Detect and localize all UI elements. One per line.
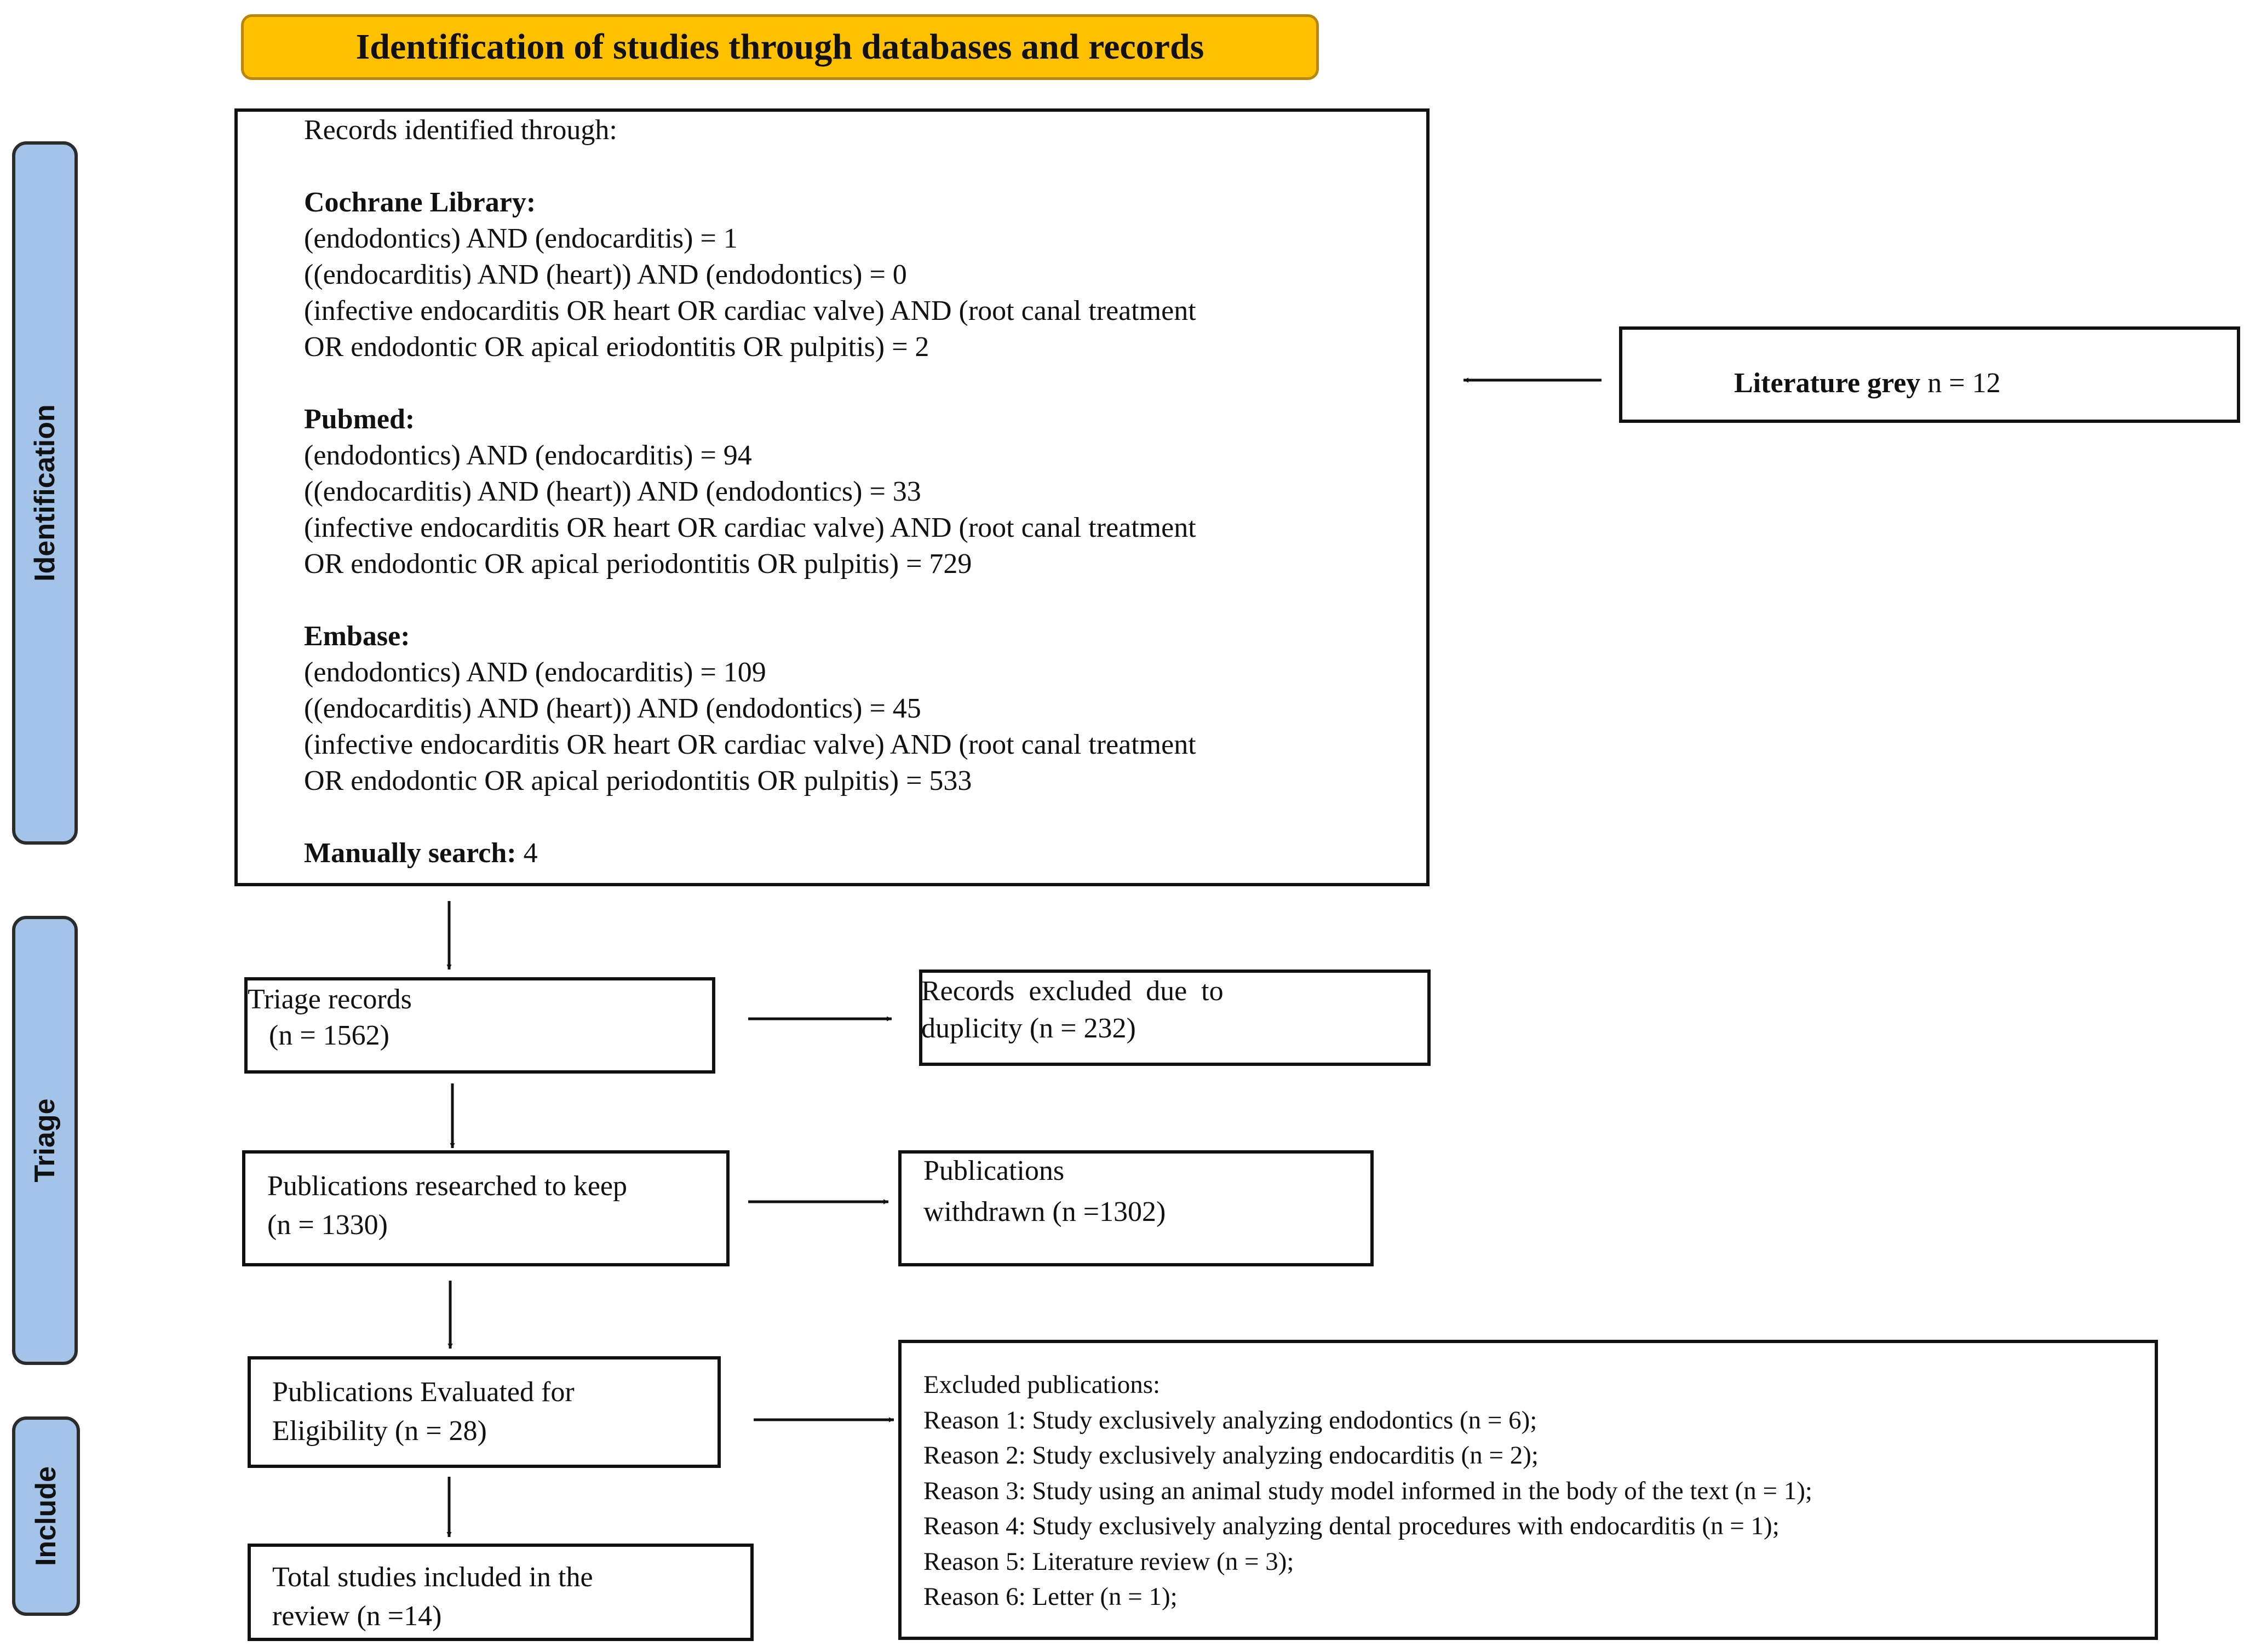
embase-query: OR endodontic OR apical periodontitis OR… <box>304 765 972 796</box>
evaluated-count: Eligibility (n = 28) <box>272 1415 487 1447</box>
grey-literature-box <box>1619 326 2240 423</box>
cochrane-heading: Cochrane Library: <box>304 187 536 218</box>
cochrane-query: (endodontics) AND (endocarditis) = 1 <box>304 223 738 254</box>
included-studies-box <box>248 1544 754 1641</box>
exclusion-reason: Reason 6: Letter (n = 1); <box>923 1582 1178 1611</box>
evaluated-box <box>248 1356 721 1468</box>
researched-to-keep-label: Publications researched to keep <box>267 1171 627 1202</box>
manual-search-heading: Manually search: <box>304 838 516 869</box>
phase-tab-identification: Identification <box>12 141 78 845</box>
withdrawn-box <box>898 1150 1374 1266</box>
exclusion-reason: Reason 5: Literature review (n = 3); <box>923 1547 1294 1576</box>
exclusion-reason: Reason 3: Study using an animal study mo… <box>923 1477 1812 1505</box>
grey-literature-value: n = 12 <box>1920 368 2001 399</box>
pubmed-query: OR endodontic OR apical periodontitis OR… <box>304 548 972 580</box>
pubmed-query: (endodontics) AND (endocarditis) = 94 <box>304 440 752 471</box>
included-label: Total studies included in the <box>272 1562 593 1593</box>
cochrane-query: OR endodontic OR apical eriodontitis OR … <box>304 331 929 363</box>
manual-search: Manually search: 4 <box>304 835 538 871</box>
embase-query: (endodontics) AND (endocarditis) = 109 <box>304 657 766 688</box>
embase-heading: Embase: <box>304 621 410 652</box>
diagram-title: Identification of studies through databa… <box>241 14 1319 80</box>
cochrane-query: (infective endocarditis OR heart OR card… <box>304 295 1196 326</box>
triage-records-label: Triage records <box>248 984 412 1015</box>
evaluated-label: Publications Evaluated for <box>272 1376 575 1408</box>
cochrane-query: ((endocarditis) AND (heart)) AND (endodo… <box>304 259 907 290</box>
excluded-publications-heading: Excluded publications: <box>923 1370 1161 1399</box>
duplicates-excluded-count: duplicity (n = 232) <box>921 1013 1136 1044</box>
exclusion-reason: Reason 1: Study exclusively analyzing en… <box>923 1406 1537 1435</box>
pubmed-query: (infective endocarditis OR heart OR card… <box>304 512 1196 543</box>
exclusion-reason: Reason 2: Study exclusively analyzing en… <box>923 1441 1539 1470</box>
duplicates-excluded-box <box>919 970 1431 1066</box>
phase-tab-triage: Triage <box>12 916 78 1365</box>
exclusion-reason: Reason 4: Study exclusively analyzing de… <box>923 1512 1780 1540</box>
pubmed-query: ((endocarditis) AND (heart)) AND (endodo… <box>304 476 921 507</box>
duplicates-excluded-label: Records excluded due to <box>921 976 1224 1007</box>
grey-literature-label: Literature grey <box>1734 368 1921 399</box>
excluded-publications-box <box>898 1340 2158 1640</box>
grey-literature-text: Literature grey n = 12 <box>1734 365 2001 401</box>
researched-to-keep-box <box>242 1150 730 1266</box>
pubmed-heading: Pubmed: <box>304 404 415 435</box>
triage-records-count: (n = 1562) <box>269 1020 389 1051</box>
embase-query: ((endocarditis) AND (heart)) AND (endodo… <box>304 693 921 724</box>
records-intro: Records identified through: <box>304 114 617 146</box>
included-count: review (n =14) <box>272 1601 442 1632</box>
researched-to-keep-count: (n = 1330) <box>267 1209 388 1241</box>
phase-tab-include: Include <box>12 1416 80 1616</box>
withdrawn-count: withdrawn (n =1302) <box>923 1196 1166 1227</box>
triage-records-box <box>244 977 715 1074</box>
withdrawn-label: Publications <box>923 1155 1065 1186</box>
identification-records-box <box>234 108 1430 886</box>
manual-search-value: 4 <box>516 838 538 869</box>
embase-query: (infective endocarditis OR heart OR card… <box>304 729 1196 760</box>
